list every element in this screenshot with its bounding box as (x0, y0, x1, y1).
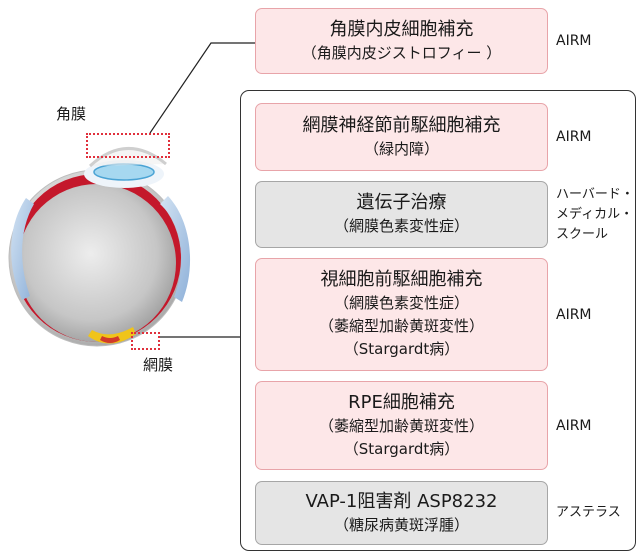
developer-label: アステラス (556, 481, 636, 545)
developer-name: スクール (556, 226, 609, 242)
retina-therapy-box: RPE細胞補充 （萎縮型加齢黄斑変性） （Stargardt病） (255, 381, 548, 470)
indication-text: （萎縮型加齢黄斑変性） (318, 317, 484, 335)
lens (93, 163, 155, 181)
therapy-title: 視細胞前駆細胞補充 (320, 269, 483, 290)
developer-name: AIRM (556, 417, 592, 434)
indication-text: （Stargardt病） (343, 439, 460, 458)
right-eye-muscle (160, 196, 191, 302)
developer-label: AIRM (556, 381, 636, 470)
developer-name: AIRM (556, 33, 592, 49)
indication-text: （網膜色素変性症） (333, 294, 469, 312)
retina-label: 網膜 (143, 356, 174, 374)
developer-name: AIRM (556, 129, 592, 145)
developer-label: AIRM (556, 103, 636, 171)
therapy-title: 遺伝子治療 (356, 192, 447, 213)
eye-illustration (8, 147, 191, 347)
developer-name: メディカル・ (556, 206, 634, 222)
indication-text: （Stargardt病） (343, 340, 460, 358)
developer-name: アステラス (556, 505, 621, 520)
optic-nerve-red (100, 336, 120, 343)
developer-label: AIRM (556, 258, 636, 371)
therapy-title: VAP-1阻害剤 ASP8232 (305, 490, 498, 512)
therapy-title: 角膜内皮細胞補充 (329, 18, 474, 40)
left-eye-muscle (11, 198, 34, 300)
cornea-label: 角膜 (56, 105, 87, 123)
indication-text: （網膜色素変性症） (333, 217, 469, 235)
retina-highlight-box (131, 332, 160, 350)
optic-nerve-yellow (88, 327, 136, 344)
retina-therapy-box: VAP-1阻害剤 ASP8232 （糖尿病黄斑浮腫） (255, 481, 548, 545)
cornea-highlight-box (86, 133, 170, 158)
retina-therapy-box: 視細胞前駆細胞補充 （網膜色素変性症） （萎縮型加齢黄斑変性） （Stargar… (255, 258, 548, 371)
retina-therapy-box: 遺伝子治療 （網膜色素変性症） (255, 181, 548, 248)
developer-label: AIRM (556, 8, 636, 74)
indication-text: （角膜内皮ジストロフィー ） (301, 43, 502, 62)
indication-text: （緑内障） (363, 139, 439, 158)
retina-therapy-box: 網膜神経節前駆細胞補充 （緑内障） (255, 103, 548, 171)
developer-name: AIRM (556, 306, 592, 323)
vitreous-body (18, 184, 176, 342)
developer-name: ハーバード・ (556, 186, 634, 202)
developer-label: ハーバード・ メディカル・ スクール (556, 181, 636, 248)
therapy-title: 網膜神経節前駆細胞補充 (302, 114, 501, 136)
cornea-therapy-box: 角膜内皮細胞補充 （角膜内皮ジストロフィー ） (255, 8, 548, 74)
retina-therapies-group (240, 90, 636, 551)
therapy-title: RPE細胞補充 (348, 391, 455, 413)
indication-text: （糖尿病黄斑浮腫） (333, 515, 469, 534)
indication-text: （萎縮型加齢黄斑変性） (318, 416, 484, 435)
